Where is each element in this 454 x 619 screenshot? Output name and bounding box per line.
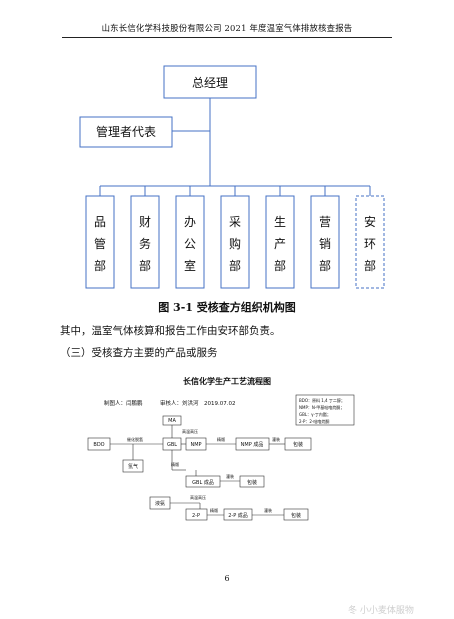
flow-chart-title: 长信化学生产工艺流程图 xyxy=(183,376,271,386)
flow-prepared-by: 制图人：闫鹏鹏 xyxy=(104,399,143,407)
figure-caption: 图 3-1 受核查方组织机构图 xyxy=(158,301,296,314)
flow-node-gbl: GBL xyxy=(167,442,177,448)
flow-legend-item: BDO：原料 1,4 丁二醇； xyxy=(299,397,345,403)
flow-node-pack: 包装 xyxy=(247,479,257,486)
flow-node-ammonia: 液氨 xyxy=(155,500,165,507)
flow-node-nmp-product: NMP 成品 xyxy=(241,441,264,448)
flow-label-fill: 灌装 xyxy=(272,436,280,442)
section-heading-products: （三）受核查方主要的产品或服务 xyxy=(60,347,218,359)
flow-node-hydrogen: 氢气 xyxy=(128,463,138,470)
flow-legend-box xyxy=(295,394,355,426)
flow-label-rectify: 精馏 xyxy=(217,436,225,442)
watermark-text: 冬 小小麦体服物 xyxy=(348,606,414,616)
flow-label-high-temp: 高温高压 xyxy=(182,428,198,434)
header-rule xyxy=(62,37,392,38)
org-department-label: 品管部 xyxy=(94,215,106,273)
flow-node-2p: 2-P xyxy=(192,513,200,519)
org-box-representative xyxy=(79,116,173,148)
flow-reviewed-by: 审核人：刘洪河 xyxy=(160,399,199,407)
flow-label-high-temp: 高温高压 xyxy=(190,494,206,500)
flow-label-fill: 灌装 xyxy=(264,507,272,513)
flow-node-pack: 包装 xyxy=(293,441,303,448)
flow-node-ma: MA xyxy=(168,418,176,424)
flow-label-rectify: 精馏 xyxy=(171,461,179,467)
org-department-label: 生产部 xyxy=(274,215,286,273)
page-number: 6 xyxy=(224,574,230,583)
report-header-title: 山东长信化学科技股份有限公司 2021 年度温室气体排放核查报告 xyxy=(101,23,353,33)
org-general-manager-label: 总经理 xyxy=(192,76,228,90)
flow-label-dehydrogenation: 催化脱氢 xyxy=(127,436,143,442)
org-representative-label: 管理者代表 xyxy=(96,124,156,139)
org-department-label: 安环部 xyxy=(364,214,376,273)
flow-node-nmp: NMP xyxy=(190,442,201,448)
org-department-label: 财务部 xyxy=(139,215,151,273)
org-department-label: 办公室 xyxy=(184,214,196,273)
flow-node-2p-product: 2-P 成品 xyxy=(228,512,248,519)
flow-legend-item: GBL：γ-丁内酯； xyxy=(299,411,331,417)
flow-label-rectify: 精馏 xyxy=(210,507,218,513)
flow-legend-item: 2-P：2-吡咯烷酮 xyxy=(299,418,329,424)
flow-node-gbl-product: GBL 成品 xyxy=(192,479,214,486)
flow-legend-item: NMP：N-甲基吡咯烷酮； xyxy=(299,404,344,410)
flow-date: 2019.07.02 xyxy=(204,401,236,407)
org-department-label: 采购部 xyxy=(229,215,241,273)
paragraph-responsibility: 其中，温室气体核算和报告工作由安环部负责。 xyxy=(60,325,281,337)
flow-label-fill: 灌装 xyxy=(226,473,234,479)
flow-node-bdo: BDO xyxy=(93,442,104,448)
org-department-label: 营销部 xyxy=(319,215,331,273)
flow-node-pack: 包装 xyxy=(291,512,301,519)
